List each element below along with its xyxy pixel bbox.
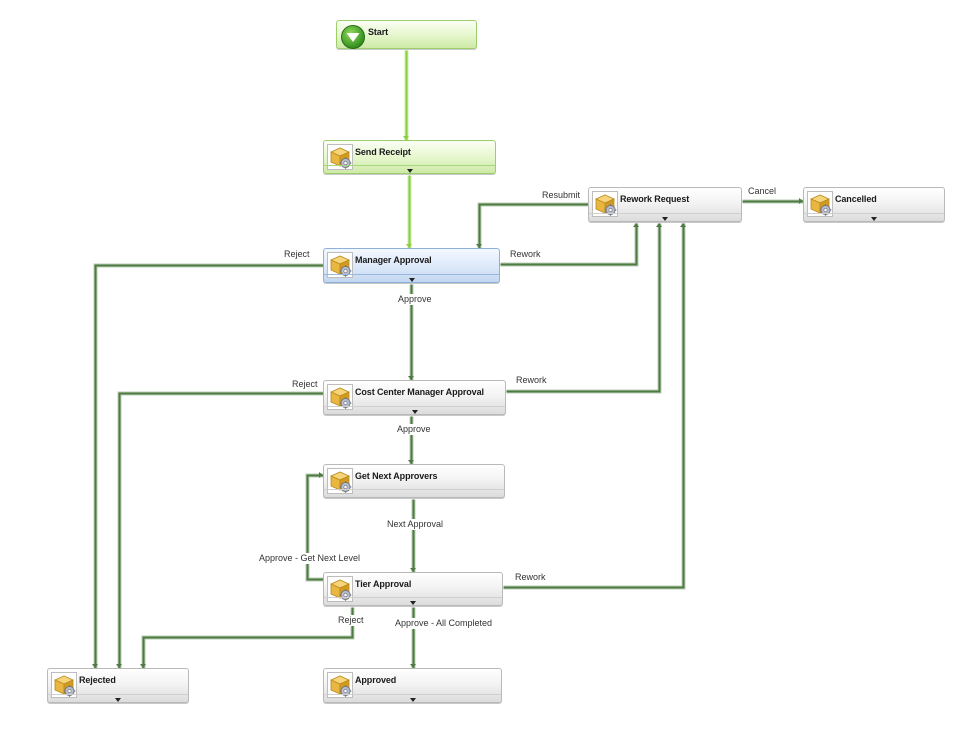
connector-cost-center-rework [506,223,662,394]
connector-tier-approval-all-completed [410,607,416,669]
node-footer [324,165,495,173]
node-footer [324,274,499,282]
node-footer [324,406,505,414]
connector-tier-approval-get-next-level [305,472,324,582]
node-footer [324,597,502,605]
connector-manager-approval-rework [500,223,639,267]
task-box-gear-icon [327,252,353,278]
node-label: Approved [355,675,397,685]
node-rejected[interactable]: Rejected [47,668,189,703]
chevron-down-icon[interactable] [411,410,418,414]
edge-label-manager-approval-rework: Rework [509,249,542,260]
chevron-down-icon[interactable] [871,217,877,221]
edge-label-tier-approval-reject: Reject [337,615,365,626]
task-box-gear-icon [807,191,833,217]
chevron-down-icon[interactable] [115,698,121,702]
node-label: Start [368,27,389,37]
connector-send-receipt-to-manager-approval [406,175,412,249]
node-label: Rework Request [620,194,690,204]
node-footer [804,213,944,221]
chevron-down-icon[interactable] [410,601,416,605]
node-approved[interactable]: Approved [323,668,502,703]
node-get-next-approvers[interactable]: Get Next Approvers [323,464,505,498]
node-label: Send Receipt [355,147,411,157]
task-box-gear-icon [327,384,353,410]
node-label: Rejected [79,675,116,685]
edge-label-tier-approval-all-completed: Approve - All Completed [394,618,494,629]
node-manager-approval[interactable]: Manager Approval [323,248,500,283]
edge-label-manager-approval-approve: Approve [397,294,433,305]
edge-label-cost-center-approve: Approve [396,424,432,435]
connector-manager-approval-reject [92,263,324,669]
edge-label-rework-request-cancel: Cancel [747,186,778,197]
node-footer [324,489,504,497]
chevron-down-icon[interactable] [408,278,415,282]
node-start[interactable]: Start [336,20,477,49]
edge-label-manager-approval-reject: Reject [283,249,311,260]
task-box-gear-icon [51,672,77,698]
connector-rework-request-cancel [742,198,804,204]
connector-tier-approval-reject [140,607,355,669]
connector-cost-center-reject [116,391,324,669]
node-tier-approval[interactable]: Tier Approval [323,572,503,606]
connector-start-to-send-receipt [403,50,409,141]
connector-get-next-approvers-next-approval [410,499,416,573]
connector-tier-approval-rework [503,223,686,590]
edge-label-cost-center-rework: Rework [515,375,548,386]
task-box-gear-icon [327,672,353,698]
start-check-icon [341,25,365,49]
node-footer [324,694,501,702]
edge-label-tier-approval-get-next-level: Approve - Get Next Level [258,553,362,564]
node-label: Tier Approval [355,579,412,589]
node-cost-center-manager-approval[interactable]: Cost Center Manager Approval [323,380,506,415]
chevron-down-icon[interactable] [662,217,668,221]
edge-label-get-next-approvers-next-approval: Next Approval [386,519,445,530]
node-cancelled[interactable]: Cancelled [803,187,945,222]
edge-label-tier-approval-rework: Rework [514,572,547,583]
edge-label-rework-request-resubmit: Resubmit [541,190,582,201]
connector-rework-request-resubmit [476,202,589,249]
node-footer [589,213,741,221]
node-footer [48,694,188,702]
edge-label-cost-center-reject: Reject [291,379,319,390]
chevron-down-icon[interactable] [409,698,416,702]
node-rework-request[interactable]: Rework Request [588,187,742,222]
node-label: Get Next Approvers [355,471,438,481]
node-label: Cost Center Manager Approval [355,387,484,397]
node-send-receipt[interactable]: Send Receipt [323,140,496,174]
task-box-gear-icon [592,191,618,217]
node-label: Manager Approval [355,255,432,265]
node-label: Cancelled [835,194,877,204]
chevron-down-icon[interactable] [406,169,413,173]
